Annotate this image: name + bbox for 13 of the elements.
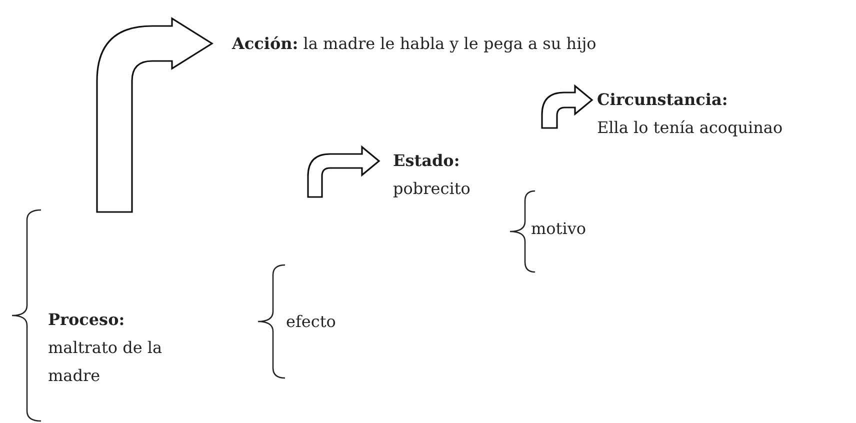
body-text: Ella lo tenía acoquinao bbox=[597, 117, 784, 139]
bracket-label: motivo bbox=[531, 218, 586, 240]
bent-arrow bbox=[541, 85, 593, 129]
heading-text: Estado: bbox=[393, 150, 461, 172]
bracket-label: efecto bbox=[286, 311, 336, 333]
heading-text: Circunstancia: bbox=[597, 89, 729, 111]
heading-text: Proceso: bbox=[48, 309, 126, 331]
bent-arrow bbox=[96, 18, 213, 213]
bent-arrow bbox=[307, 146, 380, 198]
body-text: pobrecito bbox=[393, 178, 472, 200]
heading-text: Acción: bbox=[232, 34, 298, 53]
body-text: maltrato de la madre bbox=[48, 337, 164, 387]
body-text: la madre le habla y le pega a su hijo bbox=[303, 34, 596, 53]
